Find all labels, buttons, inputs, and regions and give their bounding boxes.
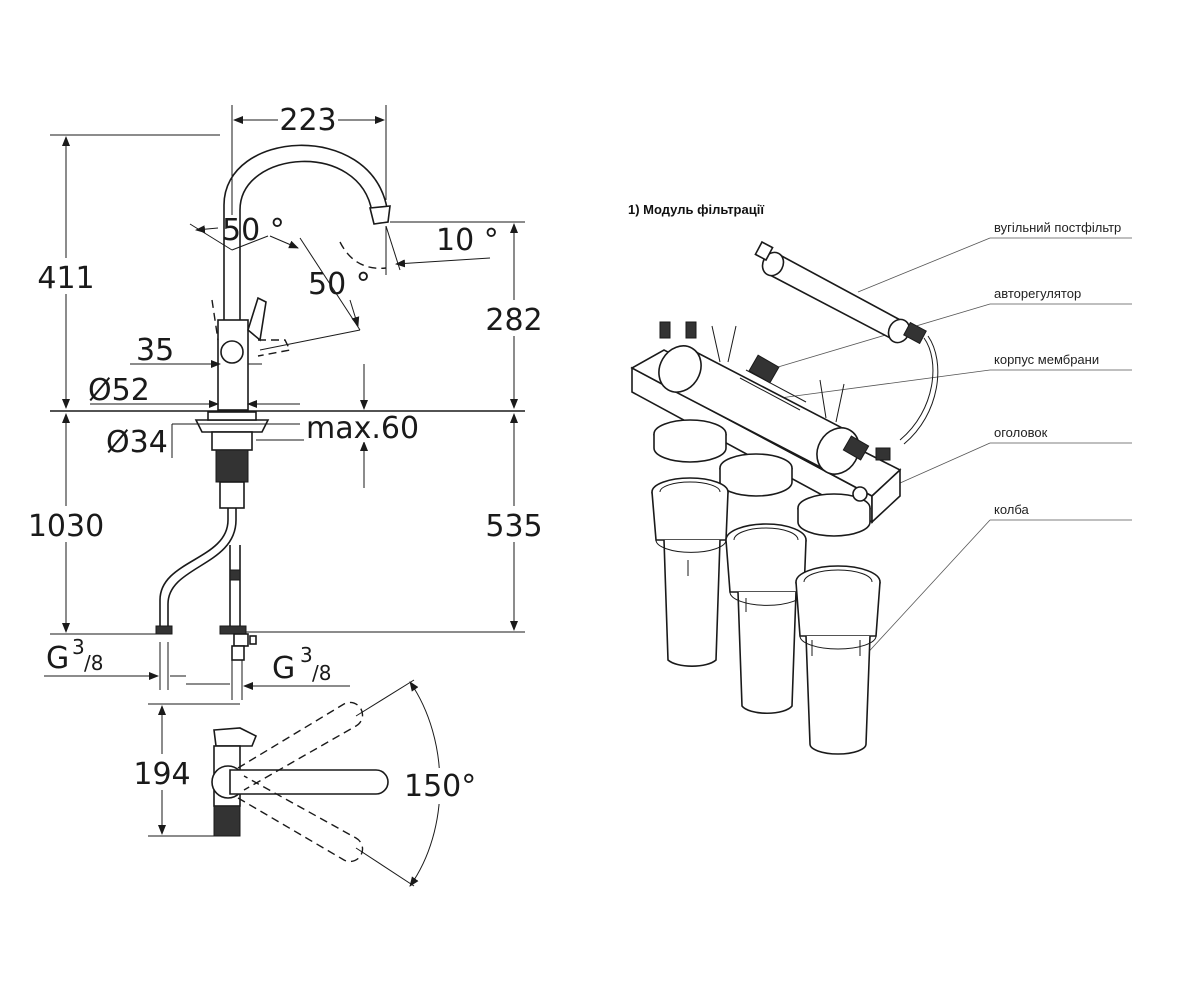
filter-flasks <box>651 477 881 755</box>
dimension-194: 194 <box>128 703 240 837</box>
dimension-1030-label: 1030 <box>28 509 104 544</box>
faucet-spout <box>223 144 391 328</box>
dimension-282-label: 282 <box>485 303 542 338</box>
dimension-1030: 1030 <box>22 413 156 635</box>
dimension-535: 535 <box>246 413 550 633</box>
dimension-282: 282 <box>390 221 550 409</box>
flask-1 <box>651 477 729 667</box>
dimension-535-label: 535 <box>485 509 542 544</box>
label-autoregulator: авторегулятор <box>994 286 1081 301</box>
filter-label-flask: колба <box>849 502 1132 673</box>
carbon-postfilter <box>754 240 939 445</box>
flask-2 <box>725 523 807 715</box>
label-membrane-housing: корпус мембрани <box>994 352 1099 367</box>
faucet-top-view <box>211 701 389 863</box>
dimension-411: 411 <box>30 134 220 409</box>
thread-right-frac-num: 3 <box>300 643 313 667</box>
thread-left-g: G <box>46 641 69 676</box>
dimension-194-label: 194 <box>133 757 190 792</box>
filter-drawing: 1) Модуль фільтрації вугільний постфільт… <box>628 202 1132 755</box>
dimension-35-label: 35 <box>136 333 174 368</box>
dimension-223: 223 <box>231 100 387 215</box>
faucet-body <box>211 296 292 411</box>
dimension-d52-label: Ø52 <box>88 373 150 408</box>
swivel-150: 150° <box>355 679 476 887</box>
faucet-drawing: 223 411 282 <box>22 100 550 887</box>
filter-heads <box>653 419 871 537</box>
angle-50-mid: 50 ° <box>299 237 387 331</box>
flask-3 <box>795 565 881 755</box>
dimension-max60-label: max.60 <box>306 411 419 446</box>
label-head: оголовок <box>994 425 1048 440</box>
filter-label-autoregulator: авторегулятор <box>767 286 1132 371</box>
dimension-d52: Ø52 <box>88 373 300 408</box>
dimension-max60: max.60 <box>256 364 419 488</box>
label-carbon-postfilter: вугільний постфільтр <box>994 220 1121 235</box>
angle-10: 10 ° <box>385 223 499 275</box>
filter-title: 1) Модуль фільтрації <box>628 202 764 217</box>
thread-right-g38: G 3 /8 <box>243 643 350 690</box>
filter-label-head: оголовок <box>861 425 1132 501</box>
angle-50-top-label: 50 ° <box>222 213 285 248</box>
filter-label-postfilter: вугільний постфільтр <box>857 220 1132 293</box>
thread-left-frac-den: /8 <box>84 651 103 675</box>
dimension-223-label: 223 <box>279 103 336 138</box>
swivel-150-label: 150° <box>404 769 476 804</box>
membrane-clips <box>711 325 845 423</box>
supply-hoses <box>155 508 257 700</box>
label-flask: колба <box>994 502 1030 517</box>
membrane-housing <box>658 321 891 475</box>
thread-right-g: G <box>272 651 295 686</box>
thread-left-frac-num: 3 <box>72 635 85 659</box>
thread-left-g38: G 3 /8 <box>44 635 230 685</box>
dimension-d34: Ø34 <box>106 423 300 460</box>
angle-50-mid-label: 50 ° <box>308 267 371 302</box>
filter-label-membrane-housing: корпус мембрани <box>779 352 1132 399</box>
dimension-35: 35 <box>130 329 361 368</box>
angle-10-label: 10 ° <box>436 223 499 258</box>
dimension-411-label: 411 <box>37 261 94 296</box>
angle-50-top: 50 ° <box>189 213 299 251</box>
dimension-d34-label: Ø34 <box>106 425 168 460</box>
thread-right-frac-den: /8 <box>312 661 331 685</box>
faucet-base <box>194 411 270 509</box>
